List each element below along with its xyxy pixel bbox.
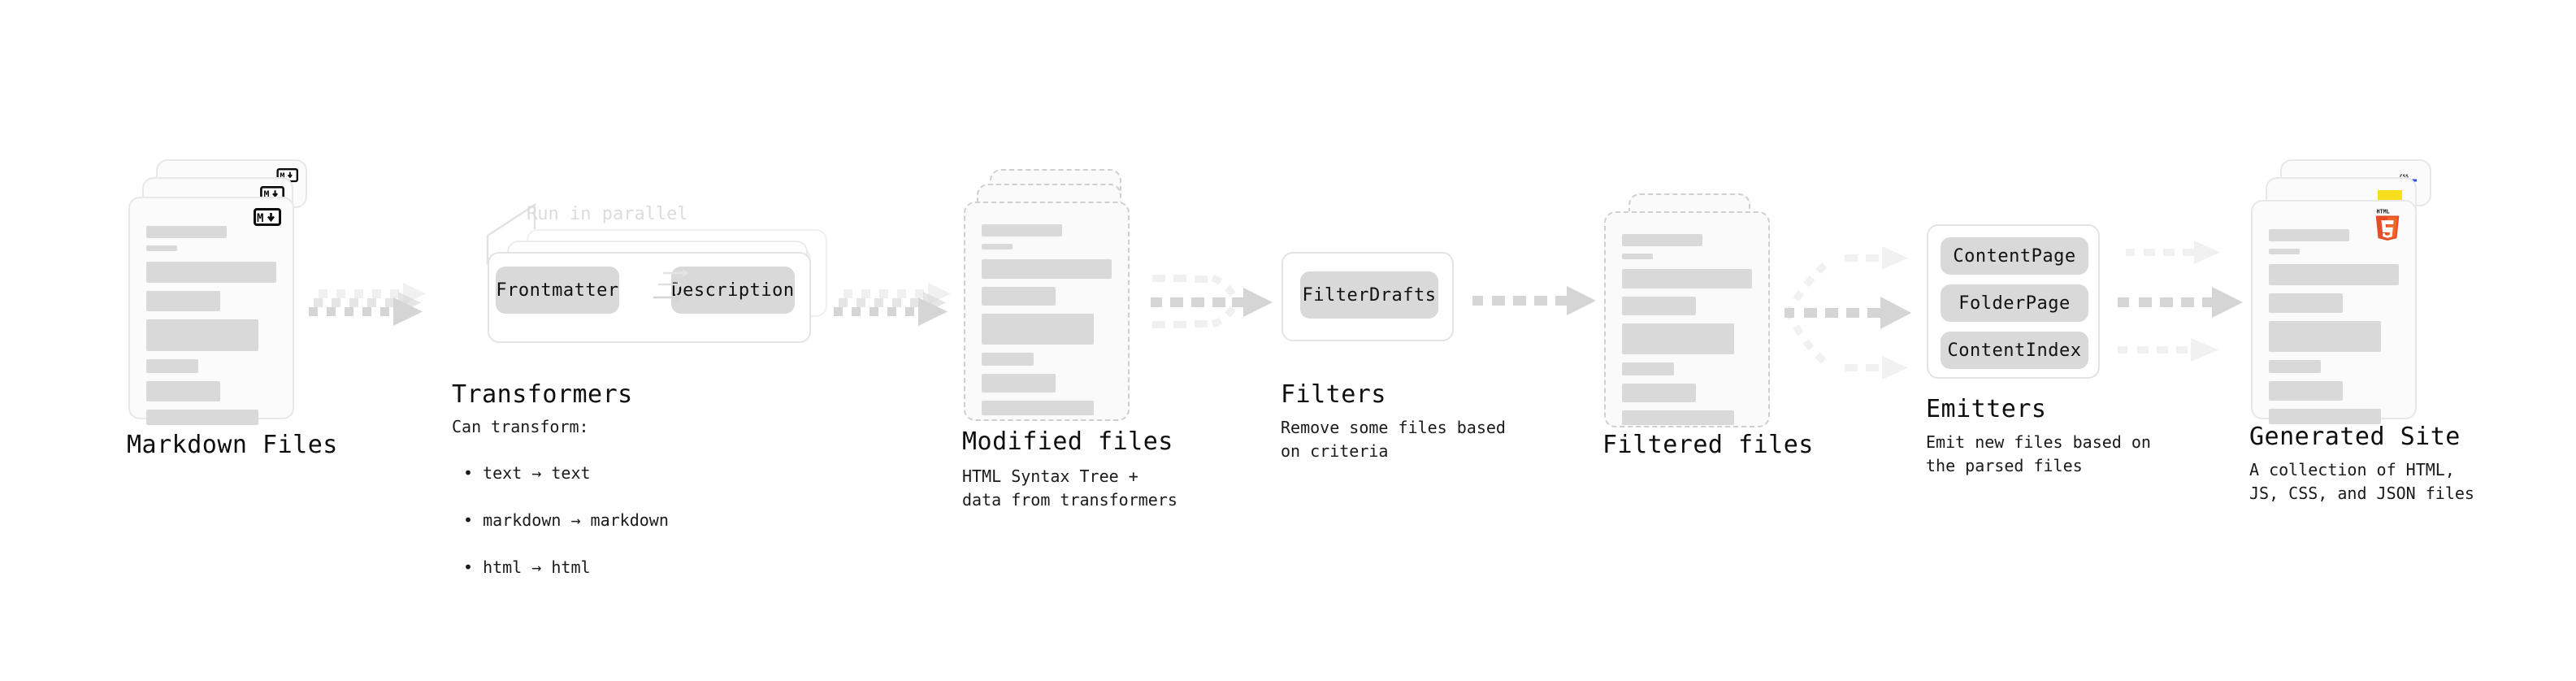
arrow-emitters-to-generated-site <box>2118 241 2243 362</box>
modified-file-card-front <box>964 202 1130 421</box>
svg-text:M: M <box>257 212 263 223</box>
stage-subcaption-emitters: Emit new files based on the parsed files <box>1926 432 2151 475</box>
chip-label: Frontmatter <box>496 280 619 301</box>
stage-subcaption-generated-site: A collection of HTML, JS, CSS, and JSON … <box>2249 460 2474 503</box>
filter-chip-filterdrafts[interactable]: FilterDrafts <box>1300 271 1438 319</box>
chip-label: FilterDrafts <box>1302 284 1437 306</box>
stage-caption-filters: Filters <box>1281 380 1386 409</box>
transformer-chip-description[interactable]: Description <box>671 267 795 314</box>
arrow-transformers-to-modified-files <box>834 283 951 326</box>
transformers-bullet-item: markdown → markdown <box>463 509 669 532</box>
js-icon <box>2378 190 2402 202</box>
filtered-files-stack <box>1604 193 1783 427</box>
stage-subcaption-modified-files: HTML Syntax Tree + data from transformer… <box>962 466 1177 510</box>
svg-text:HTML: HTML <box>2377 209 2390 215</box>
file-placeholder-lines <box>130 198 293 425</box>
emitter-chip-folderpage[interactable]: FolderPage <box>1941 284 2088 322</box>
emitter-chip-contentindex[interactable]: ContentIndex <box>1941 332 2088 369</box>
run-in-parallel-bracket <box>486 202 536 265</box>
stage-caption-generated-site: Generated Site <box>2249 423 2461 451</box>
transformers-bullet-item: html → html <box>463 556 669 579</box>
arrow-filtered-files-to-emitters <box>1784 246 1911 380</box>
markdown-icon: M <box>254 208 281 226</box>
transformers-bullet-item: text → text <box>463 462 669 485</box>
chip-label: ContentPage <box>1953 245 2076 267</box>
filtered-file-card-front <box>1604 211 1770 427</box>
emitter-chip-contentpage[interactable]: ContentPage <box>1941 237 2088 275</box>
file-placeholder-lines <box>2253 202 2415 424</box>
arrow-modified-files-to-filters <box>1151 274 1273 328</box>
svg-text:CSS: CSS <box>2400 174 2409 180</box>
markdown-files-stack: M M M <box>128 159 307 425</box>
emitters-box: ContentPage FolderPage ContentIndex <box>1927 224 2100 379</box>
chip-label: FolderPage <box>1958 293 2071 314</box>
stage-subcaption-transformers: Can transform: <box>452 417 589 436</box>
transformers-group: Frontmatter Description <box>488 229 829 343</box>
markdown-file-card-front: M <box>128 197 294 425</box>
file-placeholder-lines <box>965 203 1128 419</box>
transformer-chip-frontmatter[interactable]: Frontmatter <box>496 267 619 314</box>
stage-caption-markdown-files: Markdown Files <box>127 431 338 459</box>
transformer-inner-arrows <box>653 269 688 301</box>
chip-label: ContentIndex <box>1947 340 2082 361</box>
stage-caption-emitters: Emitters <box>1926 395 2047 423</box>
transformers-bullet-list: text → text markdown → markdown html → h… <box>463 438 669 603</box>
svg-text:M: M <box>280 171 284 180</box>
stage-caption-transformers: Transformers <box>452 380 633 409</box>
arrow-filters-to-filtered-files <box>1472 286 1596 315</box>
stage-caption-modified-files: Modified files <box>962 427 1173 456</box>
stage-subcaption-filters: Remove some files based on criteria <box>1281 418 1506 461</box>
stage-caption-filtered-files: Filtered files <box>1602 431 1814 459</box>
file-placeholder-lines <box>1606 213 1768 426</box>
chip-label: Description <box>671 280 795 301</box>
generated-html-file-card: HTML <box>2251 200 2417 424</box>
arrow-markdown-to-transformers <box>309 283 426 326</box>
filters-box: FilterDrafts <box>1281 252 1454 341</box>
svg-text:M: M <box>263 189 269 199</box>
run-in-parallel-annotation: Run in parallel <box>527 204 688 224</box>
html5-icon: HTML <box>2375 209 2400 241</box>
generated-site-stack: CSS HTML <box>2251 159 2438 424</box>
modified-files-stack <box>964 169 1143 421</box>
